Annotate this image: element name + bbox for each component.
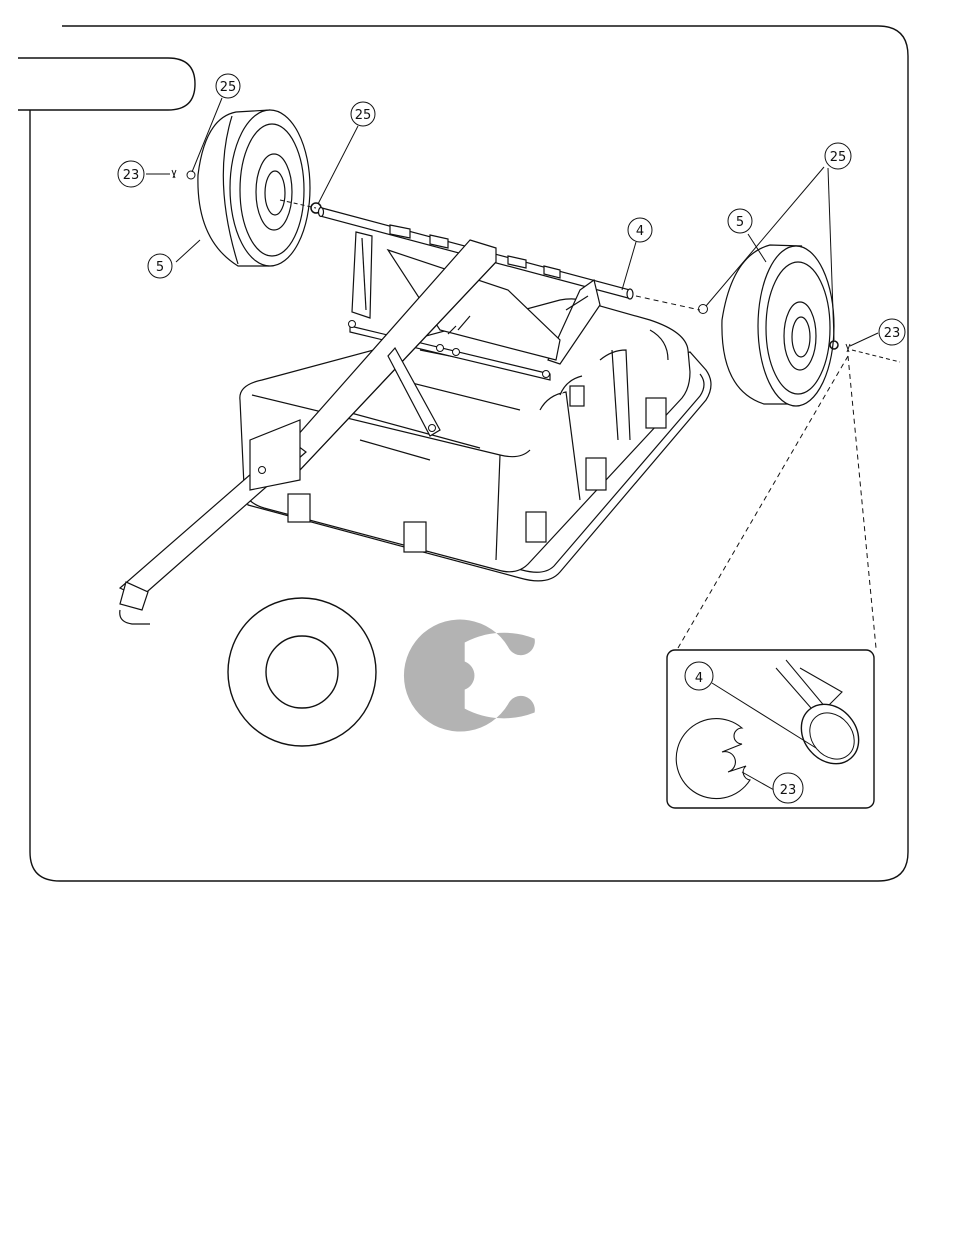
right-e-clip: [845, 343, 851, 353]
svg-text:25: 25: [220, 80, 237, 95]
frame-bolts: [258, 320, 550, 474]
left-outer-washer: [186, 170, 196, 180]
svg-text:5: 5: [156, 260, 164, 275]
right-outer-washer: [829, 340, 839, 350]
right-wheel: [721, 244, 835, 407]
callout-25-inner-left: 25: [350, 101, 376, 127]
svg-text:25: 25: [830, 150, 847, 165]
callout-23-detail: 23: [772, 772, 804, 804]
svg-text:4: 4: [636, 224, 644, 239]
washer-icon: [227, 597, 377, 747]
callout-23-left: 23: [117, 160, 145, 188]
cart-body: [239, 298, 712, 582]
detail-leader: [677, 355, 877, 649]
callout-5-right: 5: [727, 208, 753, 234]
right-inner-washer: [698, 304, 708, 314]
svg-text:23: 23: [884, 326, 901, 341]
svg-text:5: 5: [736, 215, 744, 230]
svg-text:23: 23: [123, 168, 140, 183]
leader-lines: [146, 97, 879, 347]
svg-text:4: 4: [695, 671, 703, 686]
left-wheel: [197, 109, 311, 267]
callout-25-right: 25: [824, 142, 852, 170]
svg-text:25: 25: [355, 108, 372, 123]
cart-frame: [118, 224, 601, 625]
step-tab: [18, 57, 196, 111]
left-e-clip: [171, 169, 177, 179]
callout-23-right: 23: [878, 318, 906, 346]
detail-inset: 4 23: [666, 649, 875, 809]
svg-text:23: 23: [780, 783, 797, 798]
callout-25-top-left: 25: [215, 73, 241, 99]
callout-4-axle: 4: [627, 217, 653, 243]
diagram-frame: [29, 25, 909, 882]
callout-5-left: 5: [147, 253, 173, 279]
callout-4-detail: 4: [684, 661, 714, 691]
e-clip-icon: [403, 619, 535, 732]
